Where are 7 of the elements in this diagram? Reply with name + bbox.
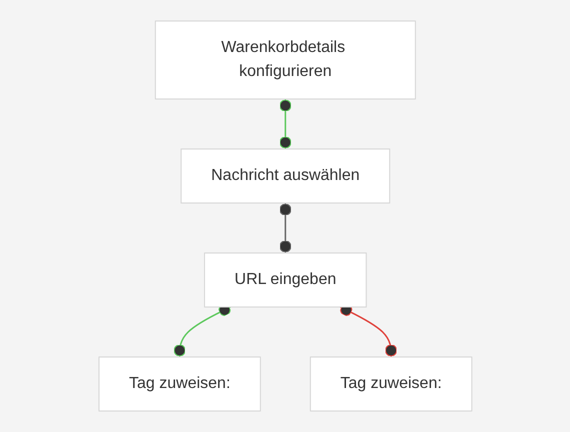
node-box: URL eingeben [204, 252, 366, 308]
connector [278, 99, 292, 149]
node-box: Nachricht auswählen [180, 148, 390, 204]
node-box: Tag zuweisen: [310, 356, 472, 412]
connector [278, 203, 292, 253]
node-box: Tag zuweisen: [98, 356, 260, 412]
node-box: Warenkorbdetails konfigurieren [154, 20, 416, 100]
